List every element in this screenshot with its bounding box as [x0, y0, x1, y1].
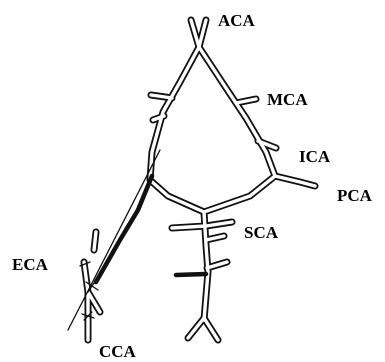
eca-solid-vessel: [96, 176, 152, 282]
catheter-line: [68, 150, 160, 330]
label-cca: CCA: [99, 343, 136, 360]
label-mca: MCA: [267, 91, 308, 108]
thin-lines: [68, 150, 160, 330]
label-pca: PCA: [337, 187, 372, 204]
label-aca: ACA: [218, 12, 255, 29]
sca-solid-branch: [176, 274, 206, 275]
label-ica: ICA: [299, 148, 330, 165]
vessel-outlines: [84, 20, 315, 340]
label-sca: SCA: [244, 224, 278, 241]
label-eca: ECA: [12, 256, 48, 273]
